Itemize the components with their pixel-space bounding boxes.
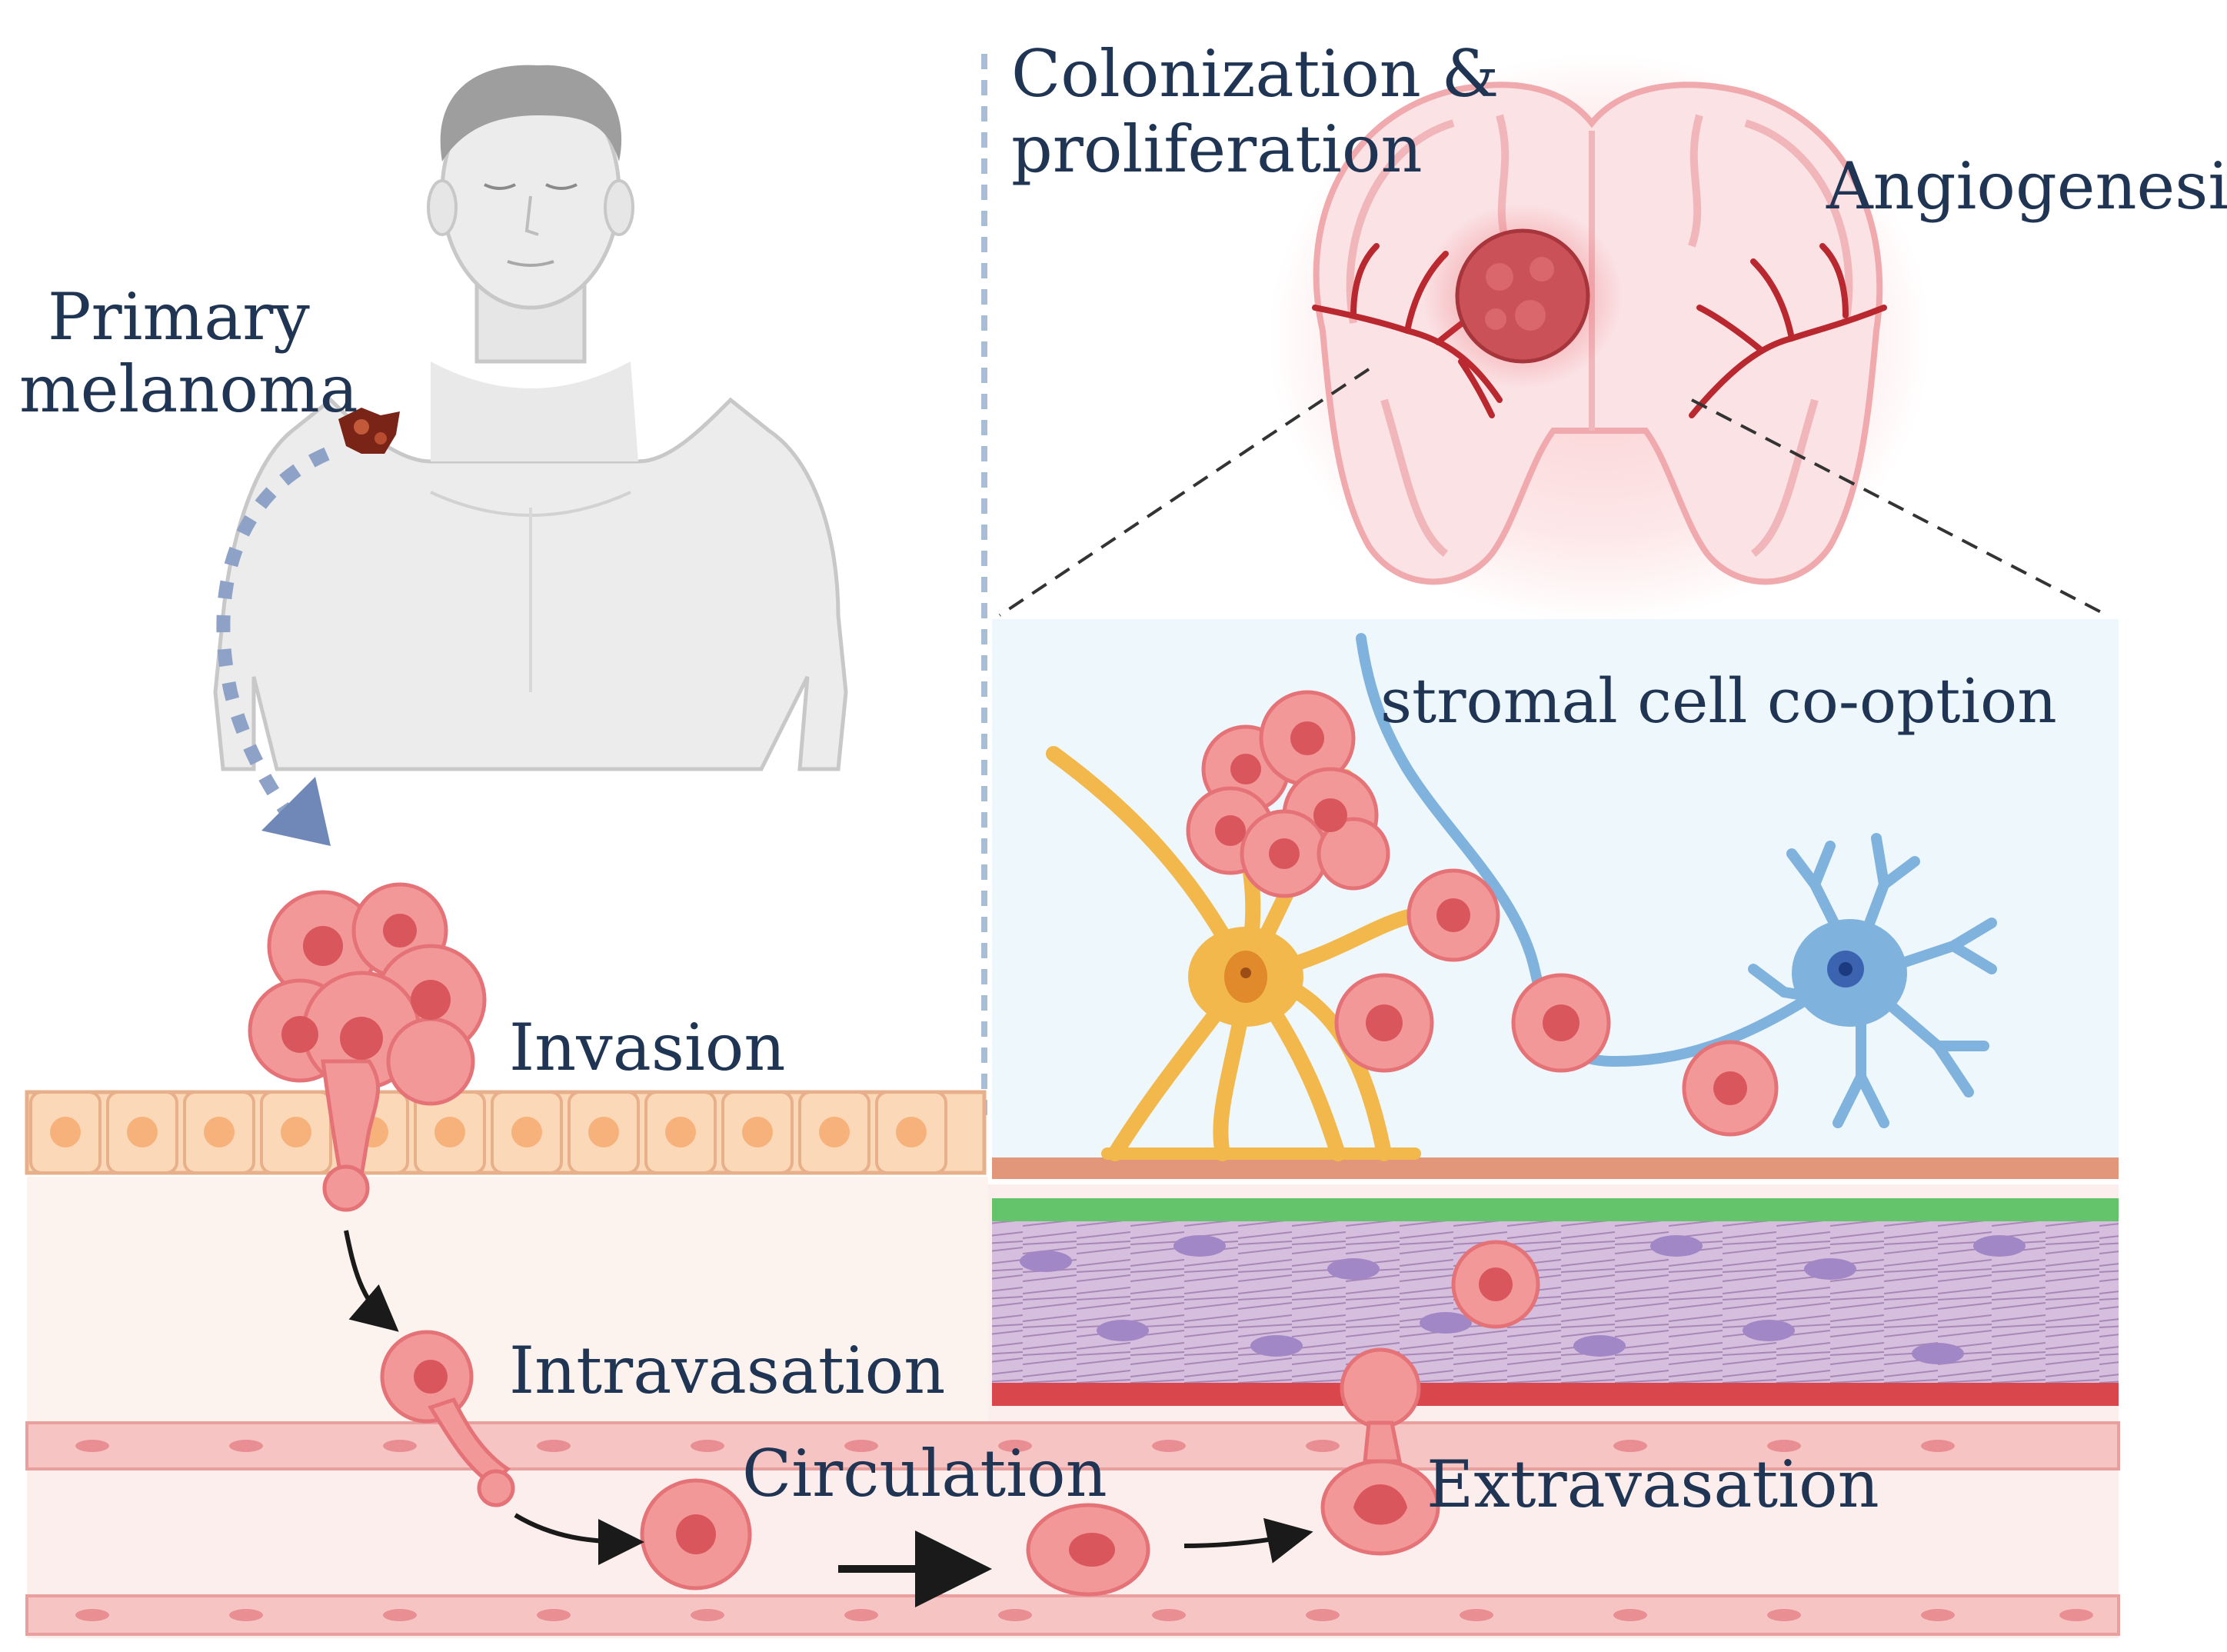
primary-melanoma-lesion [338,408,400,454]
label-intravasation: Intravasation [509,1333,946,1408]
label-angiogenesis: Angiogenesis [1826,148,2227,224]
label-invasion: Invasion [509,1010,786,1085]
label-stromal-co-option: stromal cell co-option [1380,665,2057,737]
circulating-cell-1 [640,1478,752,1590]
intravasating-cell [380,1330,515,1507]
human-figure [213,65,848,771]
label-colonization-line1: Colonization & [1011,36,1500,112]
label-extravasation: Extravasation [1426,1447,1879,1522]
invading-tumor-cluster [248,882,487,1212]
label-primary-line1: Primary [48,279,310,355]
progression-arrows [344,1230,1313,1607]
stromal-tumor-cluster [1186,690,1390,898]
migrating-cells [1334,868,1779,1329]
circulating-cell-2 [1026,1503,1150,1597]
brain-tumor [1455,228,1590,364]
blood-vessel [25,1421,2120,1636]
dissemination-arrow [216,447,331,846]
extravasating-cell [1320,1347,1440,1556]
label-circulation: Circulation [742,1436,1107,1511]
brain-stroma-panel [992,619,2119,1406]
label-primary-line2: melanoma [19,351,358,427]
zoom-lines [998,368,2108,617]
epithelium [25,1090,987,1175]
label-colonization-line2: proliferation [1011,112,1423,187]
brain [1269,54,1930,623]
